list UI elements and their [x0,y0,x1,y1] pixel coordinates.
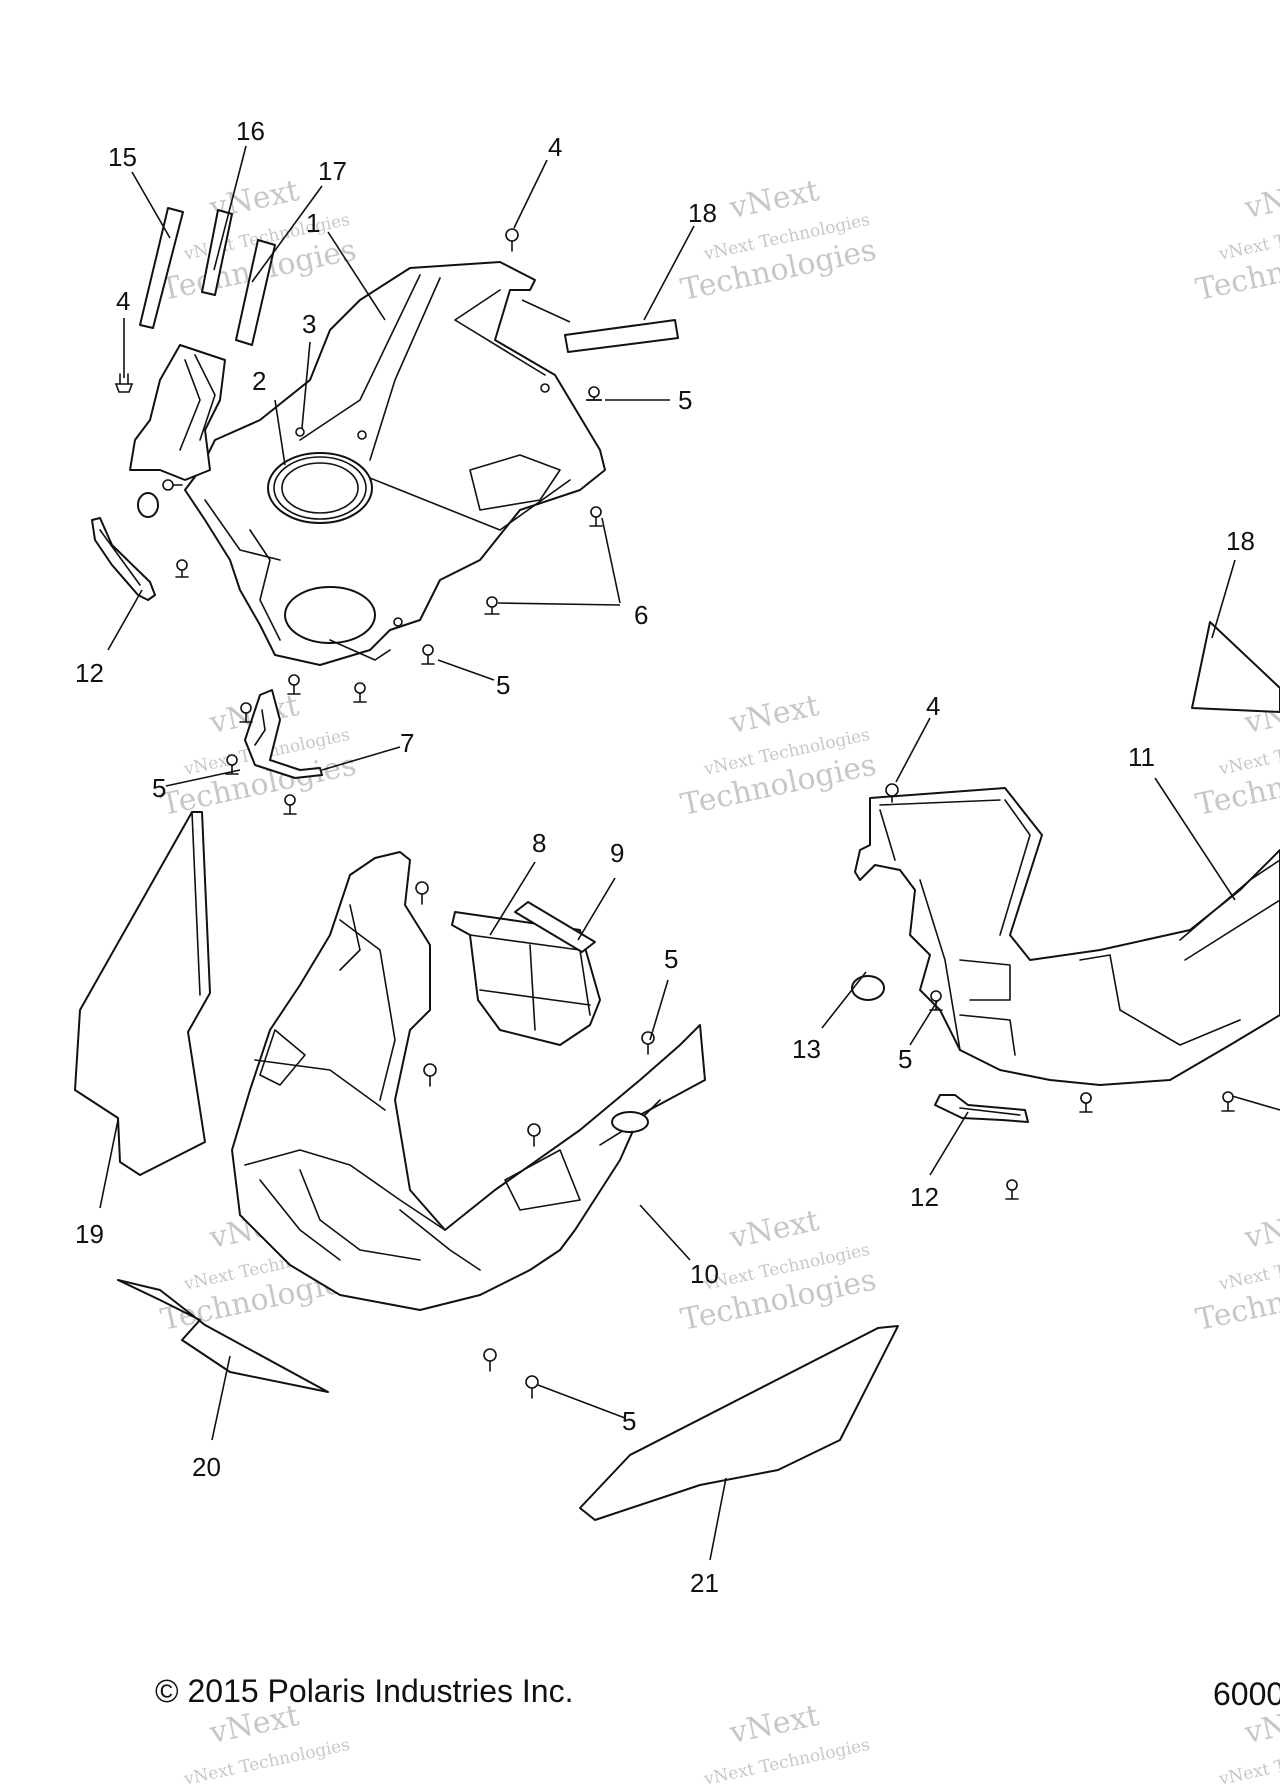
part-8-vent [451,911,601,1046]
callout-1: 1 [306,208,320,238]
callout-17: 17 [318,156,347,186]
callout-15: 15 [108,142,137,172]
callout-12-upper: 12 [75,658,104,688]
watermark-vnext: vNext [1241,1203,1280,1256]
callout-4-top: 4 [548,132,562,162]
callout-9: 9 [610,838,624,868]
part-15-pad [139,207,184,329]
callout-20: 20 [192,1452,221,1482]
part-12-bracket-upper [91,517,156,601]
part-2-ring [273,456,367,520]
watermark-text: vNext Technologies [181,1735,351,1790]
screws-bottom-left [415,881,655,1399]
watermark-vnext: vNext [1241,173,1280,226]
callout-11: 11 [1128,742,1155,772]
callout-6: 6 [634,600,648,630]
part-7-bracket [244,689,323,779]
callout-13: 13 [792,1034,821,1064]
part-11-side-panel [851,787,1280,1086]
callout-5-left: 5 [152,773,166,803]
callout-5-right: 5 [898,1044,912,1074]
screws-right-group [885,783,1235,1200]
part-20-pad [117,1279,329,1393]
part-18-pad-upper [564,319,679,353]
watermark-vnext: vNext [726,688,822,741]
watermark-vnext: vNext [726,173,822,226]
callout-5-lower: 5 [664,944,678,974]
callout-21: 21 [690,1568,719,1598]
callout-2: 2 [252,366,266,396]
part-10-lower-panel [231,851,706,1311]
watermark-vnext: vNext [726,1203,822,1256]
callout-labels: 15 16 17 1 4 18 4 3 2 5 6 5 12 7 5 8 9 5… [75,116,1255,1598]
callout-4-right: 4 [926,691,940,721]
callout-16: 16 [236,116,265,146]
callout-18-right: 18 [1226,526,1255,556]
part-12-bracket-lower [934,1094,1029,1123]
callout-19: 19 [75,1219,104,1249]
leader-lines [99,145,1280,1561]
part-19-pad [74,811,211,1176]
diagram-number: 6000 [1213,1676,1280,1712]
screw-icon [505,228,519,242]
part-9-label [514,901,596,953]
callout-7: 7 [400,728,414,758]
callout-4-left: 4 [116,286,130,316]
part-18-pad-right [1191,621,1280,713]
part-21-pad [579,1325,899,1521]
callout-8: 8 [532,828,546,858]
watermark-vnext: vNext [726,1698,822,1751]
callout-12-lower: 12 [910,1182,939,1212]
watermark-text: vNext Technologies [701,1735,871,1790]
callout-18-top: 18 [688,198,717,228]
part-17-pad [235,239,276,346]
screws-top-group [114,228,603,815]
copyright-text: © 2015 Polaris Industries Inc. [155,1673,573,1709]
callout-10: 10 [690,1259,719,1289]
part-1-upper-panel [184,261,606,666]
callout-5-mid: 5 [496,670,510,700]
callout-5-bottom: 5 [622,1406,636,1436]
callout-3: 3 [302,309,316,339]
part-side-duct-upper [129,344,226,518]
callout-5-top-right: 5 [678,385,692,415]
